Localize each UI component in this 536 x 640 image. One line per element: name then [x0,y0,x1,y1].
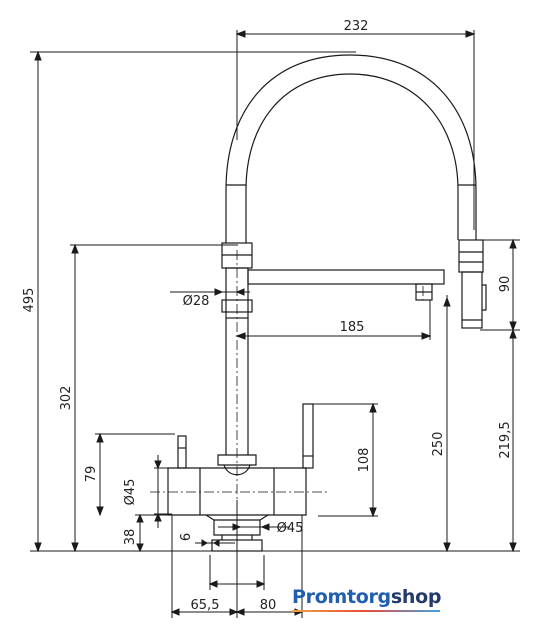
dim-185 [235,300,432,340]
dim-219-5 [509,328,517,553]
label-80: 80 [260,598,277,613]
label-dia45-left: Ø45 [123,479,138,506]
dim-302 [70,243,238,553]
logo-text-promtorg: Promtorg [292,586,391,608]
dim-108 [312,402,378,518]
label-dia28: Ø28 [183,294,210,309]
faucet-body [167,54,487,552]
dim-6 [195,539,235,547]
center-lines [150,250,424,560]
label-90: 90 [498,276,513,293]
logo-text-shop: shop [390,586,442,608]
dim-232 [235,30,476,230]
label-250: 250 [431,432,446,457]
promtorgshop-logo: Promtorgshop [292,586,442,612]
logo-underline [292,610,440,612]
label-232: 232 [344,19,369,34]
dim-79 [95,432,175,517]
label-108: 108 [357,448,372,473]
label-38: 38 [123,529,138,546]
label-79: 79 [84,466,99,483]
label-302: 302 [59,386,74,411]
label-219-5: 219,5 [498,421,513,458]
label-495: 495 [22,288,37,313]
dim-250 [443,295,451,553]
dim-dia45-left [154,455,172,528]
label-dia45-right: Ø45 [277,521,304,536]
label-6: 6 [179,533,194,541]
dim-495 [30,50,356,553]
label-65-5: 65,5 [191,598,220,613]
label-185: 185 [340,320,365,335]
